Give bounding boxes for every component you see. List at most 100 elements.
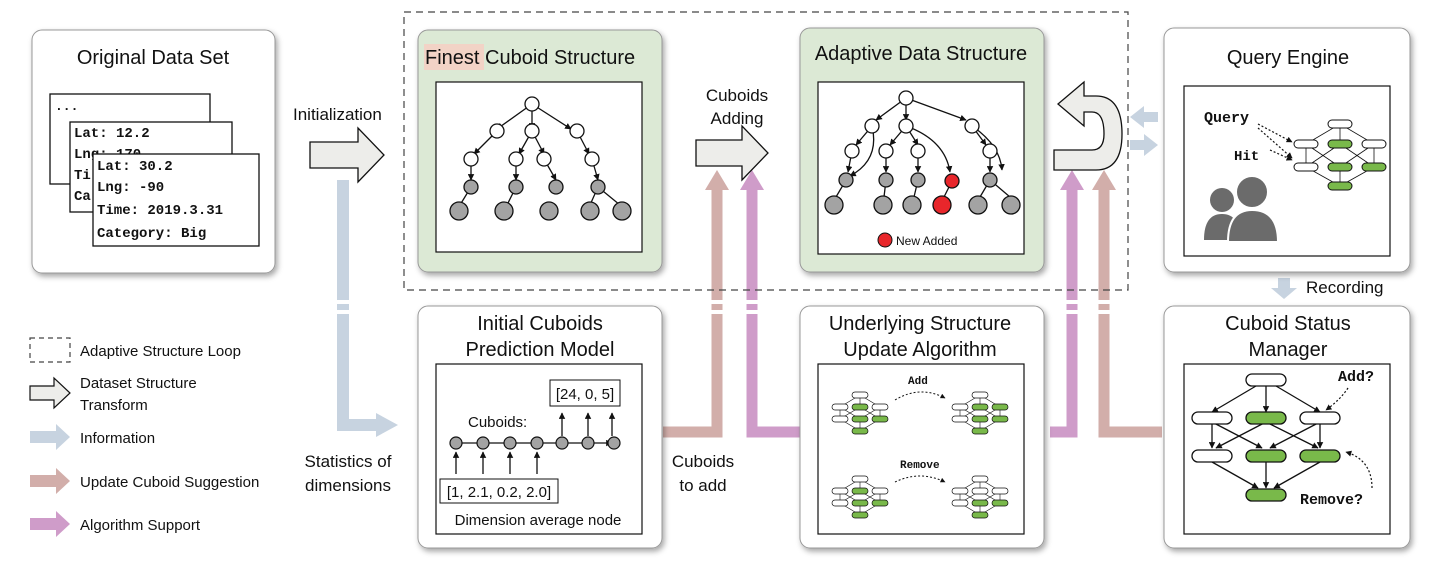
- panel-title: Adaptive Data Structure: [815, 43, 1027, 65]
- lattice-node: [851, 403, 869, 411]
- svg-text:Cuboid Status: Cuboid Status: [1225, 313, 1351, 335]
- lattice-node: [831, 415, 849, 423]
- lattice-node: [851, 415, 869, 423]
- information-arrow-query-2: [1130, 134, 1158, 156]
- legend-blue-arrow-icon: [30, 424, 70, 450]
- lattice-node: [971, 415, 989, 423]
- lattice-node: [971, 475, 989, 483]
- lattice-node: [871, 403, 889, 411]
- recording-label: Recording: [1306, 278, 1384, 297]
- statistics-label-2: dimensions: [305, 476, 391, 495]
- svg-text:Lng: -90: Lng: -90: [97, 180, 164, 196]
- lattice-node: [951, 499, 969, 507]
- panel-title: Original Data Set: [77, 47, 230, 69]
- panel-cuboid-status-manager: Cuboid Status Manager Add?: [1163, 305, 1411, 549]
- legend-label: Transform: [80, 397, 148, 414]
- legend-dashed-box-icon: [29, 337, 71, 363]
- svg-text:Category: Big: Category: Big: [97, 226, 206, 242]
- lattice-node: [991, 403, 1009, 411]
- support-arrow-underlying-left: [746, 190, 800, 438]
- svg-text:Prediction Model: Prediction Model: [466, 339, 615, 361]
- lattice-before-add: [831, 391, 1009, 519]
- svg-text:Manager: Manager: [1249, 339, 1328, 361]
- lattice-node: [851, 511, 869, 519]
- legend-new-added-dot: [877, 232, 893, 248]
- lattice-node: [831, 499, 849, 507]
- svg-text:Underlying Structure: Underlying Structure: [829, 313, 1011, 335]
- lattice-node: [971, 511, 989, 519]
- statistics-label-1: Statistics of: [305, 452, 392, 471]
- lattice-node: [971, 427, 989, 435]
- add-question: Add?: [1338, 369, 1374, 386]
- svg-text:Lat: 30.2: Lat: 30.2: [97, 159, 173, 175]
- query-label: Query: [1204, 110, 1249, 127]
- legend-label: Algorithm Support: [80, 517, 201, 534]
- remove-question: Remove?: [1300, 492, 1363, 509]
- legend-label: Adaptive Structure Loop: [80, 343, 241, 360]
- lattice-node: [851, 487, 869, 495]
- information-arrow-statistics: [337, 180, 378, 431]
- lattice-node: [851, 475, 869, 483]
- add-label: Add: [908, 376, 928, 388]
- cuboids-adding-label-1: Cuboids: [706, 86, 768, 105]
- tree-edges: [835, 97, 1011, 198]
- hit-label: Hit: [1234, 149, 1259, 165]
- lattice-node: [851, 391, 869, 399]
- lattice-node: [971, 391, 989, 399]
- svg-text:Transform: Transform: [80, 397, 148, 414]
- information-arrowhead: [376, 413, 398, 437]
- lattice-node: [831, 403, 849, 411]
- lattice-node: [871, 499, 889, 507]
- panel-underlying-structure: Underlying Structure Update Algorithm Ad…: [799, 305, 1045, 549]
- new-added-node: [944, 173, 960, 189]
- panel-title: Query Engine: [1227, 47, 1349, 69]
- lattice-node: [951, 415, 969, 423]
- new-added-node: [932, 195, 952, 215]
- legend-label: Information: [80, 430, 155, 447]
- panel-query-engine: Query Engine Query Hit: [1163, 27, 1411, 273]
- legend-label: Update Cuboid Suggestion: [80, 474, 259, 491]
- svg-text:Dataset Structure: Dataset Structure: [80, 375, 197, 392]
- panel-adaptive-data-structure: Adaptive Data Structure: [799, 27, 1045, 273]
- lattice-node: [851, 427, 869, 435]
- information-arrow-query-1: [1130, 106, 1158, 128]
- legend-tan-arrow-icon: [30, 468, 70, 494]
- panel-title: Cuboid Structure: [479, 47, 635, 69]
- cuboids-to-add-label-2: to add: [679, 476, 726, 495]
- lattice-node: [951, 403, 969, 411]
- panel-title-highlight: Finest: [425, 47, 480, 69]
- legend-label: Dataset Structure: [80, 375, 197, 392]
- dims-value: [1, 2.1, 0.2, 2.0]: [447, 484, 551, 501]
- cuboids-label: Cuboids:: [468, 414, 527, 431]
- svg-text:...: ...: [55, 99, 78, 114]
- lattice-node: [871, 415, 889, 423]
- svg-text:Initial Cuboids: Initial Cuboids: [477, 313, 603, 335]
- support-arrow-underlying-right: [1050, 190, 1078, 438]
- adaptive-structure-loop: [403, 11, 1129, 291]
- lattice-node: [971, 403, 989, 411]
- svg-text:Time: 2019.3.31: Time: 2019.3.31: [97, 203, 223, 219]
- legend: Adaptive Structure Loop Dataset Structur…: [29, 337, 259, 537]
- panel-prediction-model: Initial Cuboids Prediction Model [24, 0,…: [417, 305, 663, 549]
- lattice-node: [951, 487, 969, 495]
- lattice-node: [971, 499, 989, 507]
- svg-text:Lat: 12.2: Lat: 12.2: [74, 126, 150, 142]
- caption: Dimension average node: [455, 512, 622, 529]
- loop-back-arrow: [1053, 80, 1123, 171]
- lattice-node: [831, 487, 849, 495]
- suggestion-arrow-prediction: [663, 190, 723, 438]
- svg-text:Ca: Ca: [74, 189, 91, 205]
- svg-text:Update Algorithm: Update Algorithm: [843, 339, 996, 361]
- lattice-node: [991, 499, 1009, 507]
- suggestion-arrow-status: [1098, 190, 1162, 438]
- users-icon: [1204, 175, 1280, 243]
- legend-hollow-arrow-icon: [29, 376, 71, 410]
- lattice-node: [851, 499, 869, 507]
- initialization-label: Initialization: [293, 105, 382, 124]
- title-highlight: [424, 44, 484, 70]
- information-arrow-recording: [1271, 278, 1297, 299]
- cuboids-adding-label-2: Adding: [711, 109, 764, 128]
- cuboids-adding-arrow: [695, 124, 769, 182]
- legend-new-added-label: New Added: [896, 234, 957, 248]
